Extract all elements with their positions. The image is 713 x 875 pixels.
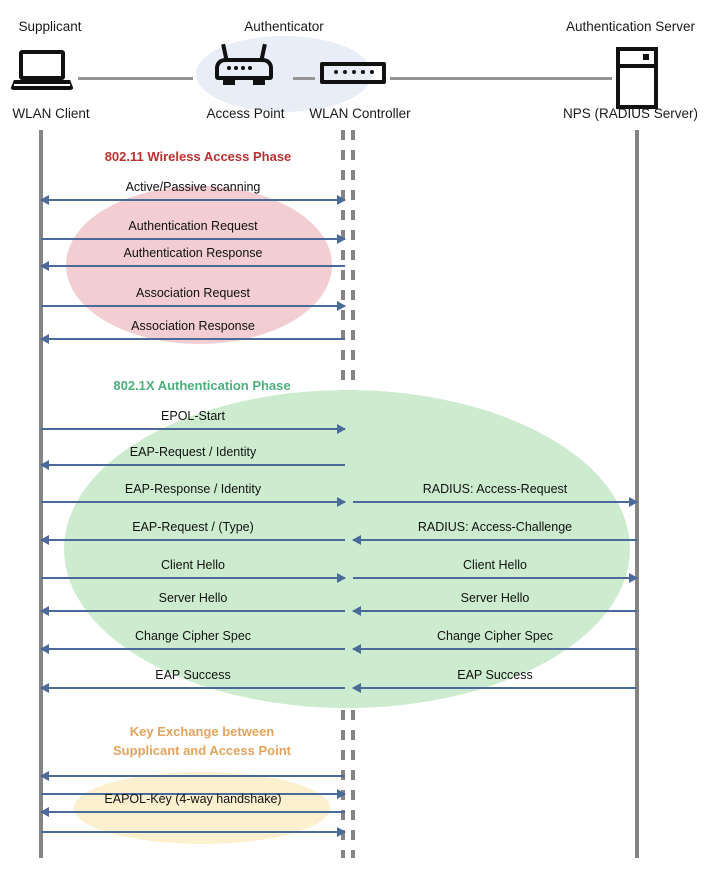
arrowhead-right-icon	[629, 573, 638, 583]
arrowhead-left-icon	[352, 606, 361, 616]
lifeline-radius-server	[635, 130, 639, 858]
link-controller-nps	[390, 77, 612, 80]
message-label: EAP Success	[457, 668, 533, 682]
phase-label-wireless-access: 802.11 Wireless Access Phase	[104, 149, 292, 164]
actor-role-supplicant: Supplicant	[18, 19, 82, 34]
arrowhead-left-icon	[40, 535, 49, 545]
actor-device-wlan-controller: WLAN Controller	[309, 106, 411, 121]
message-label: Change Cipher Spec	[436, 629, 554, 643]
message-line	[41, 501, 345, 503]
message-label: RADIUS: Access-Request	[422, 482, 568, 496]
message-label: EAP-Response / Identity	[124, 482, 262, 496]
message-label: EAPOL-Key (4-way handshake)	[104, 792, 282, 806]
actor-device-wlan-client: WLAN Client	[12, 106, 90, 121]
arrowhead-left-icon	[40, 261, 49, 271]
actor-device-nps: NPS (RADIUS Server)	[562, 106, 699, 121]
arrowhead-right-icon	[337, 573, 346, 583]
arrowhead-left-icon	[40, 460, 49, 470]
message-line	[41, 775, 345, 777]
message-line	[353, 610, 637, 612]
message-label: Association Request	[136, 286, 250, 300]
link-client-ap	[78, 77, 193, 80]
actor-role-authenticator: Authenticator	[244, 19, 324, 34]
phase-label-key-exchange-line1: Key Exchange between	[129, 724, 275, 739]
message-line	[41, 831, 345, 833]
message-line	[353, 539, 637, 541]
message-label: EAP Success	[155, 668, 231, 682]
message-label: Active/Passive scanning	[125, 180, 261, 194]
message-line	[41, 687, 345, 689]
access-point-icon	[215, 43, 277, 92]
message-label: RADIUS: Access-Challenge	[417, 520, 573, 534]
arrowhead-right-icon	[337, 789, 346, 799]
message-line	[41, 238, 345, 240]
message-label: Client Hello	[161, 558, 225, 572]
message-label: Association Response	[131, 319, 255, 333]
server-icon	[616, 47, 658, 109]
arrowhead-left-icon	[352, 644, 361, 654]
message-line	[41, 338, 345, 340]
arrowhead-right-icon	[337, 424, 346, 434]
arrowhead-left-icon	[40, 606, 49, 616]
message-label: Server Hello	[460, 591, 530, 605]
arrowhead-left-icon	[40, 195, 49, 205]
lifeline-supplicant	[39, 130, 43, 858]
arrowhead-right-icon	[337, 301, 346, 311]
message-line	[41, 265, 345, 267]
message-label: Authentication Request	[128, 219, 258, 233]
message-label: EAP-Request / Identity	[129, 445, 257, 459]
actor-role-auth-server: Authentication Server	[565, 19, 696, 34]
message-label: Server Hello	[158, 591, 228, 605]
phase-blob-key-exchange	[74, 772, 330, 844]
message-label: Change Cipher Spec	[134, 629, 252, 643]
message-line	[41, 577, 345, 579]
arrowhead-right-icon	[629, 497, 638, 507]
arrowhead-left-icon	[40, 771, 49, 781]
message-line	[41, 648, 345, 650]
phase-label-key-exchange-line2: Supplicant and Access Point	[113, 743, 291, 758]
message-line	[41, 305, 345, 307]
link-ap-controller	[293, 77, 315, 80]
message-line	[41, 539, 345, 541]
message-label: EPOL-Start	[161, 409, 225, 423]
arrowhead-left-icon	[352, 683, 361, 693]
arrowhead-right-icon	[337, 234, 346, 244]
message-line	[41, 793, 345, 795]
message-line	[41, 199, 345, 201]
arrowhead-left-icon	[40, 807, 49, 817]
phase-label-dot1x: 802.1X Authentication Phase	[113, 378, 291, 393]
message-label: Authentication Response	[123, 246, 263, 260]
arrowhead-left-icon	[40, 683, 49, 693]
arrowhead-left-icon	[40, 644, 49, 654]
message-label: EAP-Request / (Type)	[132, 520, 254, 534]
phase-blob-dot1x	[64, 390, 630, 708]
laptop-icon	[10, 50, 83, 94]
actor-device-access-point: Access Point	[206, 106, 285, 121]
message-line	[41, 428, 345, 430]
message-line	[353, 501, 637, 503]
arrowhead-right-icon	[337, 827, 346, 837]
message-line	[353, 648, 637, 650]
message-line	[353, 577, 637, 579]
message-line	[353, 687, 637, 689]
message-line	[41, 811, 345, 813]
arrowhead-right-icon	[337, 497, 346, 507]
arrowhead-left-icon	[352, 535, 361, 545]
wlan-controller-icon	[320, 50, 386, 90]
arrowhead-left-icon	[40, 334, 49, 344]
message-line	[41, 464, 345, 466]
arrowhead-right-icon	[337, 195, 346, 205]
message-line	[41, 610, 345, 612]
message-label: Client Hello	[463, 558, 527, 572]
